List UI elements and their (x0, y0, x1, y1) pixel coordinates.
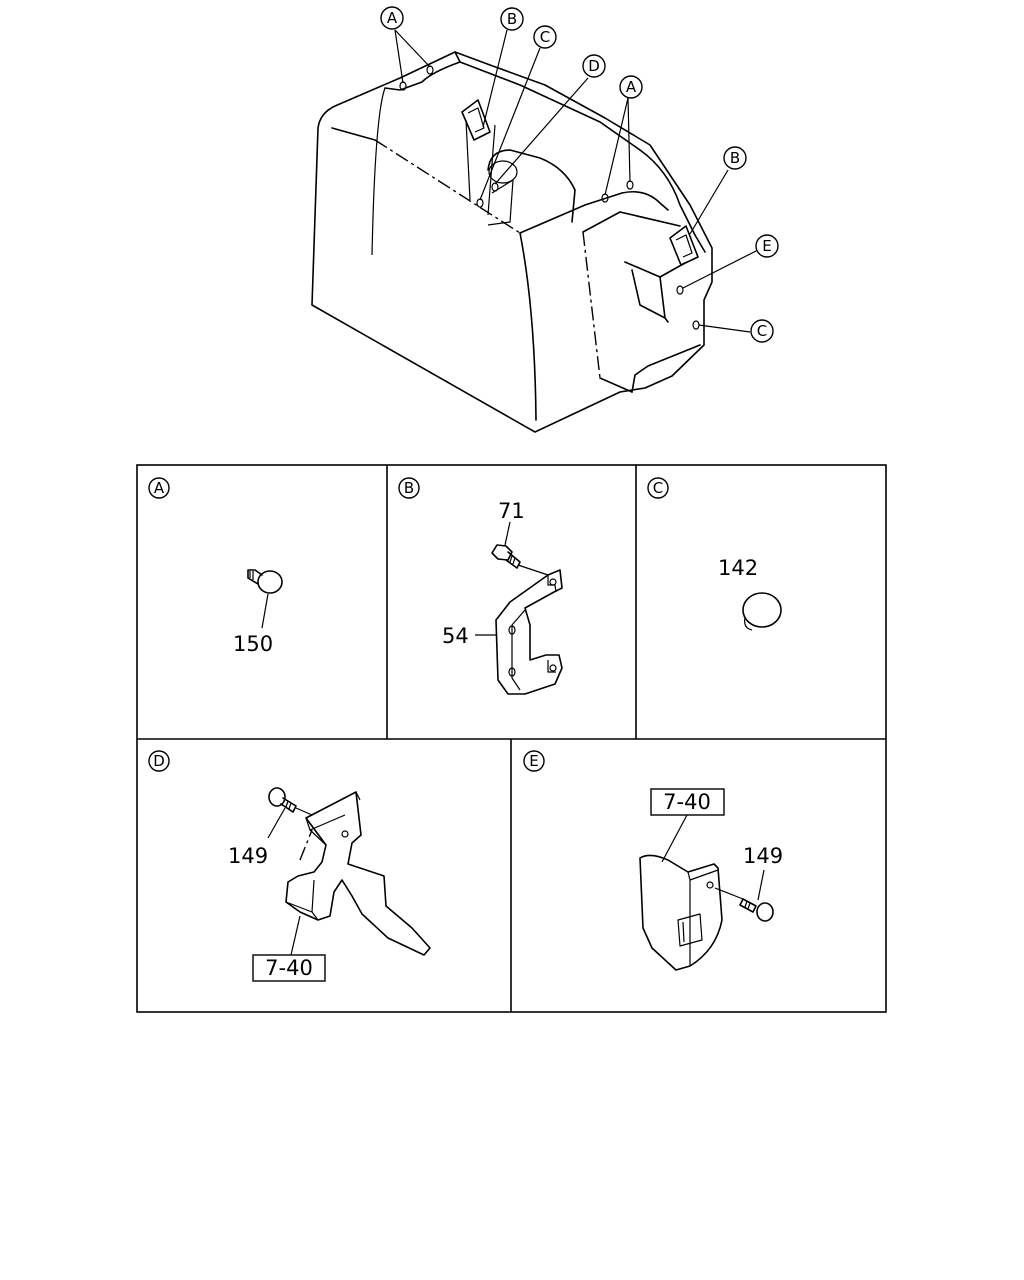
part-number-149-d: 149 (228, 844, 268, 868)
ref-box-7-40-d: 7-40 (265, 956, 313, 980)
callout-c-1: C (533, 25, 557, 49)
detail-panel-b: B 71 54 (398, 477, 563, 695)
callout-label: B (730, 149, 740, 167)
panel-d-letter: D (153, 752, 165, 770)
cab-cover-drawing (311, 29, 759, 433)
callout-c-2: C (750, 319, 774, 343)
callout-label: D (588, 57, 600, 75)
detail-panel-e: E 7-40 149 (523, 750, 783, 971)
callout-b-2: B (723, 146, 747, 170)
callout-a-2: A (619, 75, 643, 99)
callout-label: E (762, 237, 771, 255)
clip-fastener-drawing (247, 569, 283, 594)
side-cover-drawing-e (639, 854, 723, 971)
part-number-54: 54 (442, 624, 469, 648)
callout-b-1: B (500, 7, 524, 31)
panel-c-letter: C (653, 479, 663, 497)
callout-e: E (755, 234, 779, 258)
screw-drawing-e (714, 887, 774, 922)
part-number-149-e: 149 (743, 844, 783, 868)
ref-box-7-40-e: 7-40 (663, 790, 711, 814)
callout-d: D (582, 54, 606, 78)
detail-panel-d: D 149 7-40 (148, 750, 431, 982)
screw-drawing-d (268, 787, 313, 816)
plug-cap-drawing (742, 592, 782, 631)
panel-b-letter: B (404, 479, 414, 497)
callout-label: A (387, 9, 398, 27)
detail-panel-a: A 150 (148, 477, 283, 656)
part-number-150: 150 (233, 632, 273, 656)
panel-e-letter: E (529, 752, 538, 770)
cover-bracket-drawing-d (285, 791, 431, 956)
bolt-drawing (491, 544, 521, 569)
detail-grid-frame (136, 464, 887, 1013)
part-number-71: 71 (498, 499, 525, 523)
panel-a-letter: A (154, 479, 165, 497)
callout-label: B (507, 10, 517, 28)
part-number-142: 142 (718, 556, 758, 580)
callout-label: C (757, 322, 767, 340)
detail-panel-c: C 142 (647, 477, 782, 631)
callout-a-1: A (380, 6, 404, 30)
callout-label: A (626, 78, 637, 96)
callout-label: C (540, 28, 550, 46)
handle-drawing (495, 569, 563, 695)
